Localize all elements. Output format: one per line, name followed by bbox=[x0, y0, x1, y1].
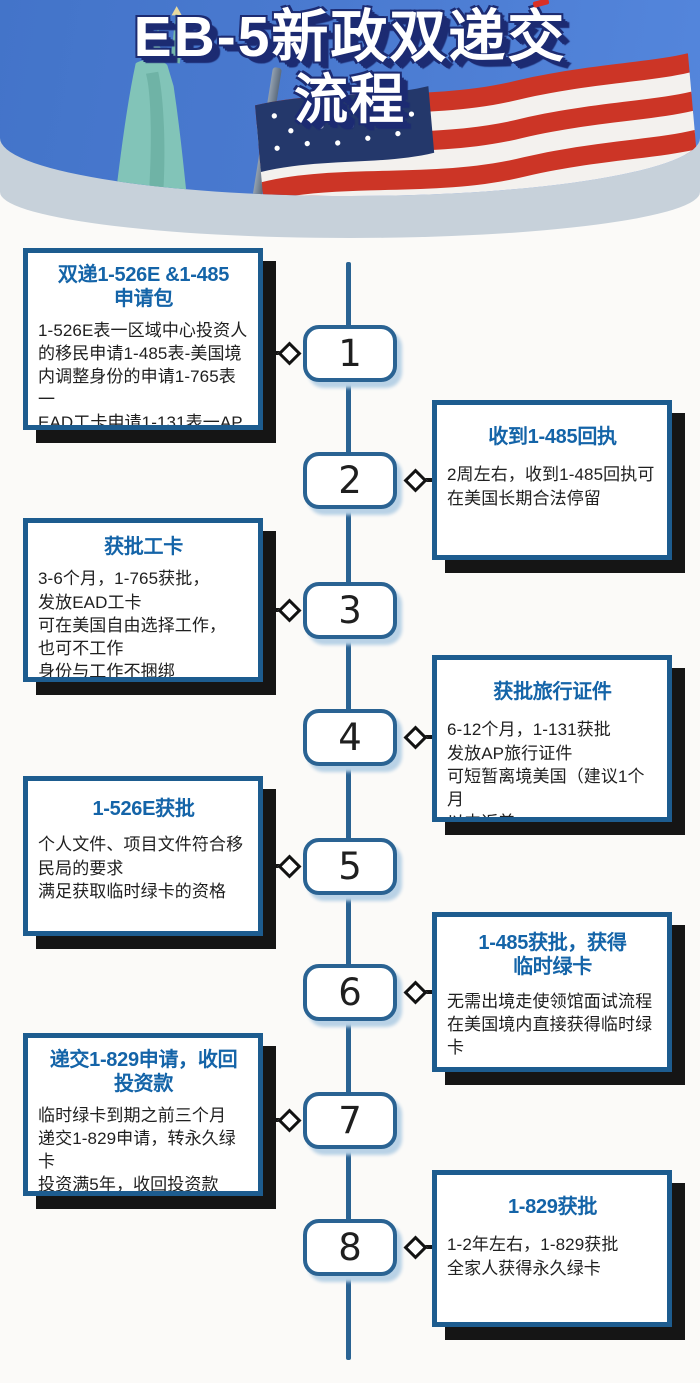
step-number: 1 bbox=[338, 332, 362, 375]
connector-line bbox=[258, 351, 285, 355]
diamond-icon bbox=[403, 725, 428, 750]
step-number: 2 bbox=[338, 459, 362, 502]
step-box: 1-485获批，获得 临时绿卡 无需出境走使领馆面试流程 在美国境内直接获得临时… bbox=[432, 912, 672, 1072]
us-flag-icon bbox=[253, 53, 700, 196]
step-box: 获批旅行证件 6-12个月，1-131获批 发放AP旅行证件 可短暂离境美国（建… bbox=[432, 655, 672, 822]
page-title-line2: 流程 bbox=[294, 69, 406, 130]
diamond-icon bbox=[277, 341, 302, 366]
step-number-badge: 7 bbox=[303, 1092, 397, 1149]
page-title-line1: EB-5新政双递交 bbox=[133, 5, 567, 69]
header-banner: EB-5新政双递交 流程 bbox=[0, 0, 700, 240]
step-number: 8 bbox=[338, 1226, 362, 1269]
connector-line bbox=[258, 608, 285, 612]
step-number: 4 bbox=[338, 716, 362, 759]
step-box: 收到1-485回执 2周左右，收到1-485回执可 在美国长期合法停留 bbox=[432, 400, 672, 560]
step-box-title: 双递1-526E &1-485 申请包 bbox=[57, 264, 230, 311]
page-title: EB-5新政双递交 流程 bbox=[0, 5, 700, 130]
diamond-icon bbox=[403, 1235, 428, 1260]
step-box-body: 3-6个月，1-765获批， 发放EAD工卡 可在美国自由选择工作， 也可不工作… bbox=[38, 569, 227, 681]
step-number-badge: 8 bbox=[303, 1219, 397, 1276]
step-box-title: 获批工卡 bbox=[104, 536, 183, 558]
diamond-icon bbox=[277, 598, 302, 623]
step-box: 递交1-829申请，收回 投资款 临时绿卡到期之前三个月 递交1-829申请，转… bbox=[23, 1033, 263, 1196]
step-box: 双递1-526E &1-485 申请包 1-526E表一区域中心投资人 的移民申… bbox=[23, 248, 263, 430]
step-box: 获批工卡 3-6个月，1-765获批， 发放EAD工卡 可在美国自由选择工作， … bbox=[23, 518, 263, 682]
step-box-body: 个人文件、项目文件符合移 民局的要求 满足获取临时绿卡的资格 bbox=[38, 835, 244, 901]
diamond-icon bbox=[277, 854, 302, 879]
step-box-body: 6-12个月，1-131获批 发放AP旅行证件 可短暂离境美国（建议1个月 以内… bbox=[447, 720, 645, 817]
step-box-title: 获批旅行证件 bbox=[493, 681, 612, 703]
step-box-body: 2周左右，收到1-485回执可 在美国长期合法停留 bbox=[447, 465, 655, 508]
step-number-badge: 4 bbox=[303, 709, 397, 766]
step-box-body: 1-2年左右，1-829获批 全家人获得永久绿卡 bbox=[447, 1235, 619, 1278]
step-number-badge: 6 bbox=[303, 964, 397, 1021]
step-number-badge: 5 bbox=[303, 838, 397, 895]
step-box-title: 1-485获批，获得 临时绿卡 bbox=[478, 932, 627, 979]
step-number: 3 bbox=[338, 589, 362, 632]
timeline-line bbox=[346, 262, 351, 1360]
connector-line bbox=[258, 864, 285, 868]
step-box-title: 递交1-829申请，收回 投资款 bbox=[49, 1049, 238, 1096]
step-box-body: 临时绿卡到期之前三个月 递交1-829申请，转永久绿卡 投资满5年，收回投资款 bbox=[38, 1105, 236, 1195]
step-number-badge: 3 bbox=[303, 582, 397, 639]
step-number-badge: 1 bbox=[303, 325, 397, 382]
statue-of-liberty-icon bbox=[115, 6, 187, 196]
step-box-title: 收到1-485回执 bbox=[488, 426, 617, 448]
diamond-icon bbox=[403, 980, 428, 1005]
connector-line bbox=[258, 1118, 285, 1122]
sky-photo: EB-5新政双递交 流程 bbox=[0, 0, 700, 196]
step-box-title: 1-526E获批 bbox=[92, 798, 195, 820]
diamond-icon bbox=[277, 1108, 302, 1133]
step-box: 1-526E获批 个人文件、项目文件符合移 民局的要求 满足获取临时绿卡的资格 bbox=[23, 776, 263, 936]
step-number: 6 bbox=[338, 971, 362, 1014]
step-box-title: 1-829获批 bbox=[507, 1196, 598, 1218]
step-box: 1-829获批 1-2年左右，1-829获批 全家人获得永久绿卡 bbox=[432, 1170, 672, 1327]
step-box-body: 无需出境走使领馆面试流程 在美国境内直接获得临时绿卡 bbox=[447, 991, 653, 1057]
step-number: 5 bbox=[338, 845, 362, 888]
step-number-badge: 2 bbox=[303, 452, 397, 509]
diamond-icon bbox=[403, 468, 428, 493]
step-number: 7 bbox=[338, 1099, 362, 1142]
step-box-body: 1-526E表一区域中心投资人 的移民申请1-485表-美国境 内调整身份的申请… bbox=[38, 320, 248, 430]
